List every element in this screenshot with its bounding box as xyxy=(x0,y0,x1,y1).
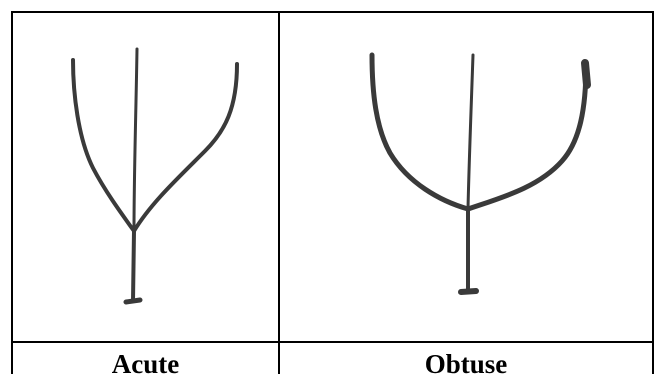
acute-stem xyxy=(133,231,134,301)
acute-figure-cell xyxy=(13,13,278,341)
obtuse-right-branch xyxy=(468,65,586,209)
acute-branch-figure xyxy=(13,13,278,341)
obtuse-right-branch-tip xyxy=(585,63,587,85)
acute-left-branch xyxy=(73,60,134,231)
acute-label: Acute xyxy=(13,344,278,374)
obtuse-figure-cell xyxy=(280,13,652,341)
obtuse-middle-branch xyxy=(468,55,473,209)
obtuse-label: Obtuse xyxy=(280,344,652,374)
obtuse-foot xyxy=(461,291,476,292)
acute-foot xyxy=(126,300,140,302)
table-border-right xyxy=(652,11,654,374)
acute-right-branch xyxy=(134,64,237,231)
obtuse-left-branch xyxy=(372,55,468,209)
acute-middle-branch xyxy=(134,49,137,231)
obtuse-branch-figure xyxy=(280,13,652,341)
table-border-row-divider xyxy=(11,341,654,343)
